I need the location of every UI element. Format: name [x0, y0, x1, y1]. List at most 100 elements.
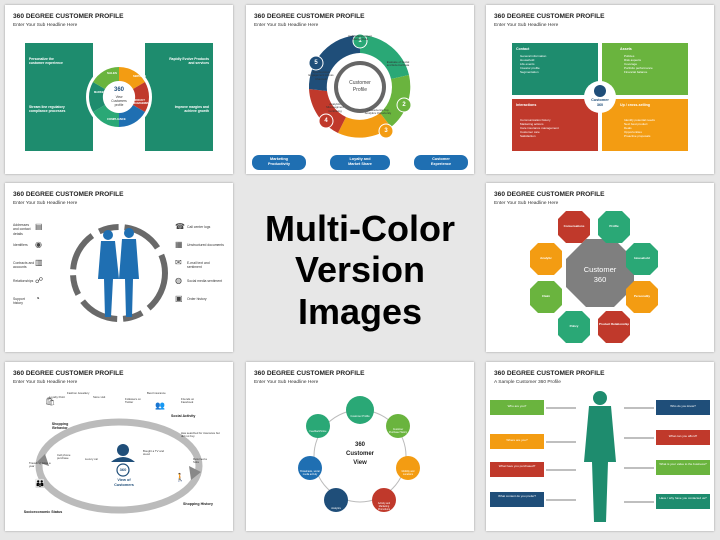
- button-1-line-a: Marketing: [270, 157, 288, 161]
- center-label-b: Customer: [345, 451, 374, 457]
- list-item: Life events: [520, 62, 535, 66]
- left-box-4: [490, 492, 544, 507]
- step-num-4: 4: [324, 118, 328, 124]
- step-num-5: 5: [314, 60, 318, 66]
- note-cell-phone: Cell phone purchase: [57, 453, 71, 461]
- button-3-line-b: Experience: [430, 162, 452, 166]
- center-customers: Customers: [114, 483, 134, 487]
- node-claim: Claim: [541, 294, 551, 298]
- note-returned-sofa: Returned a Sofa: [193, 457, 207, 465]
- list-item: Care insurance management: [520, 126, 559, 130]
- slide-8-diagram: [298, 396, 420, 512]
- relationship-icon: ☍: [35, 276, 44, 285]
- ring-label-product-management: PRODUCT MANAGEMENT: [133, 99, 151, 105]
- step-text-5: Synchronized Engagement Across Channels: [308, 70, 334, 81]
- step-text-1: Understand current Internal Data: [348, 34, 372, 42]
- quad-upselling: [602, 99, 688, 151]
- step-num-2: 2: [402, 102, 406, 108]
- slide-subtitle: Enter Your Sub Headline Here: [254, 23, 319, 28]
- slide-title: 360 DEGREE CUSTOMER PROFILE: [494, 191, 605, 198]
- left-label-3: Contracts and accounts: [13, 261, 35, 270]
- quad-title-upselling: Up / cross-selling: [620, 103, 650, 107]
- quad-title-contact: Contact: [516, 47, 530, 51]
- left-label-1: Addresses and contact details: [13, 223, 31, 236]
- button-2-line-a: Loyalty and: [349, 157, 371, 161]
- thumbnail-slide-8[interactable]: 360 DEGREE CUSTOMER PROFILE Enter Your S…: [246, 362, 474, 531]
- slide-subtitle: Enter Your Sub Headline Here: [13, 23, 78, 28]
- note-followers-twitter: Followers on Twitter: [125, 397, 141, 405]
- slide-7-cycle: [35, 418, 203, 514]
- right-question-1: Who do you know?: [670, 404, 696, 408]
- list-item: Financial balance: [624, 70, 648, 74]
- right-box-4: [656, 494, 710, 509]
- shopping-icon: 🛍: [45, 397, 56, 406]
- step-text-4: Analytics Microsegment Continuing: [326, 102, 344, 113]
- note-bought-tv: Bought a TV and stood: [143, 449, 164, 457]
- social-icon: 👥: [155, 401, 165, 410]
- slide-title: 360 DEGREE CUSTOMER PROFILE: [494, 13, 605, 20]
- node-personality: Personality: [633, 294, 651, 298]
- slide-title: 360 DEGREE CUSTOMER PROFILE: [494, 370, 605, 377]
- user-icon: [594, 85, 606, 97]
- button-1-line-b: Productivity: [268, 162, 290, 166]
- slide-subtitle: Enter Your Sub Headline Here: [254, 380, 319, 385]
- center-text-c: profile: [114, 103, 124, 107]
- item-broadcasts: Broadcasts, social media activity: [300, 470, 320, 476]
- slide-title: 360 DEGREE CUSTOMER PROFILE: [254, 370, 365, 377]
- list-item: Policies: [624, 54, 635, 58]
- item-customer-profile: Customer Profile: [350, 415, 370, 418]
- center-heading-line-2: Version Images: [294, 249, 426, 332]
- center-heading: Multi-Color Version Images: [246, 205, 474, 335]
- list-item: Marketing actions: [520, 122, 544, 126]
- item-purchase-history: Customer Purchase History: [388, 428, 408, 434]
- slide-title: 360 DEGREE CUSTOMER PROFILE: [13, 13, 124, 20]
- left-label-2: Identifiers: [13, 243, 28, 247]
- step-text-3: Characterize Top Analytics Opportunity: [364, 108, 392, 116]
- center-text-b: Customers: [111, 99, 127, 103]
- quad-contact: [512, 43, 598, 95]
- thumbnail-slide-6[interactable]: 360 DEGREE CUSTOMER PROFILE Enter Your S…: [486, 183, 714, 352]
- thumbnail-slide-2[interactable]: 360 DEGREE CUSTOMER PROFILE Enter Your S…: [246, 5, 474, 174]
- support-icon: ◔: [35, 294, 40, 303]
- note-searched-insurance: Has searched for insurance but did not b…: [181, 431, 220, 439]
- thumbnail-slide-9[interactable]: 360 DEGREE CUSTOMER PROFILE A Sample Cus…: [486, 362, 714, 531]
- item-feedback: Feedback/Voice: [309, 430, 327, 433]
- right-label-2: Unstructured documents: [187, 243, 224, 247]
- social-media-icon: ◍: [175, 276, 182, 285]
- list-item: Opportunities: [624, 130, 642, 134]
- thumbnail-slide-7[interactable]: 360 DEGREE CUSTOMER PROFILE Enter Your S…: [5, 362, 233, 531]
- slide-subtitle: A Sample Customer 360 Profile: [494, 380, 561, 385]
- quad-title-assets: Assets: [620, 47, 632, 51]
- node-analytic: Analytic: [540, 256, 552, 260]
- item-analytics: Analytics: [331, 507, 341, 510]
- note-best-insurance: Best Insurance: [147, 391, 166, 395]
- ring-label-sales: SALES: [107, 71, 118, 75]
- button-3-line-a: Customer: [432, 157, 450, 161]
- document-icon: ▦: [175, 240, 183, 249]
- label-social-activity: Social Activity: [171, 414, 196, 418]
- center-label-a: Customer: [349, 80, 371, 86]
- label-shopping-history: Shopping History: [183, 502, 213, 506]
- slide-9-figure: [546, 391, 654, 522]
- list-item: Communication history: [520, 118, 551, 122]
- label-socioeconomic: Socioeconomic Status: [23, 510, 63, 514]
- quad-interactions: [512, 99, 598, 151]
- list-item: Next best product: [624, 122, 648, 126]
- left-question-3: What have you purchased?: [498, 464, 536, 468]
- contract-icon: ▥: [35, 258, 43, 267]
- thumbnail-slide-3[interactable]: 360 DEGREE CUSTOMER PROFILE Enter Your S…: [486, 5, 714, 174]
- note-store-visit: Store visit: [93, 395, 106, 399]
- note-friends-facebook: Friends on Facebook: [181, 397, 195, 405]
- list-item: Segmentation: [520, 70, 539, 74]
- center-number: 360: [119, 467, 127, 472]
- right-box-3: [656, 460, 710, 475]
- center-number: 360: [113, 87, 124, 93]
- ring-label-marketing: MARKETING: [94, 91, 110, 94]
- ring-label-services: SERVICES: [133, 75, 147, 78]
- left-box-2: [490, 434, 544, 449]
- thumbnail-slide-4[interactable]: 360 DEGREE CUSTOMER PROFILE Enter Your S…: [5, 183, 233, 352]
- right-question-2: What can you afford?: [668, 434, 698, 438]
- left-question-2: Where are you?: [506, 438, 528, 442]
- left-label-5: Support history: [13, 297, 25, 306]
- thumbnail-slide-1[interactable]: 360 DEGREE CUSTOMER PROFILE Enter Your S…: [5, 5, 233, 174]
